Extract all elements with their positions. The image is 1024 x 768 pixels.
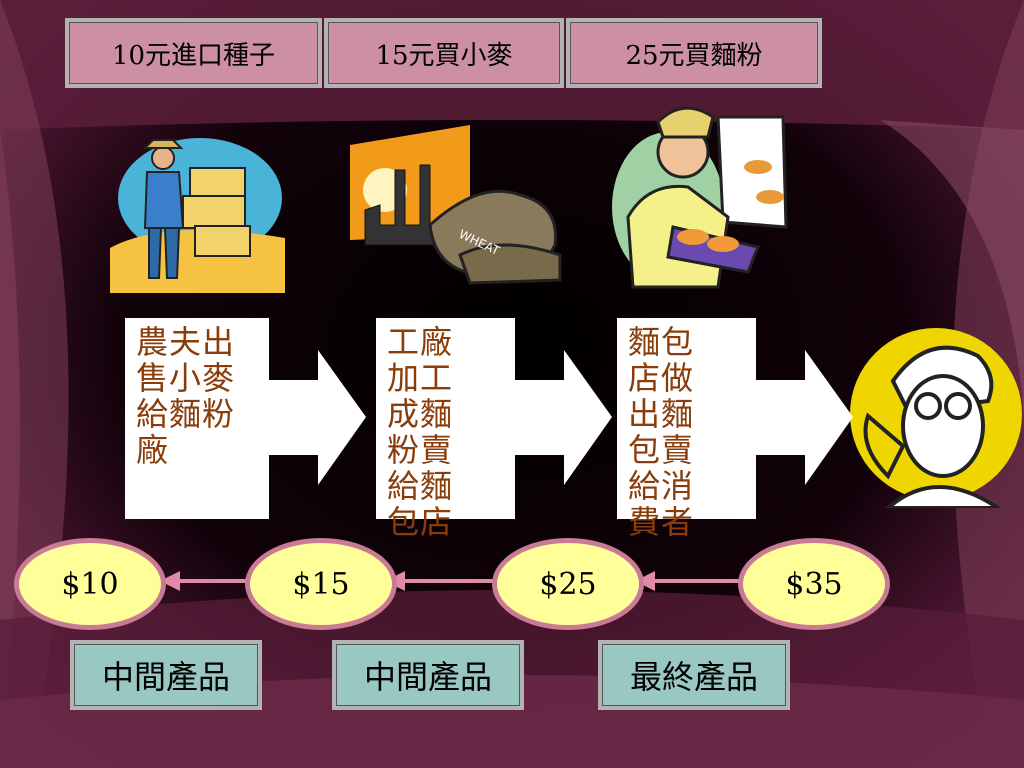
top-box-1: 10元進口種子 xyxy=(65,18,322,88)
label-intermediate-2: 中間產品 xyxy=(332,640,524,710)
label-final: 最終產品 xyxy=(598,640,790,710)
flow-arrow-2-icon xyxy=(514,350,612,485)
label-text: 中間產品 xyxy=(336,644,520,706)
top-box-text: 25元買麵粉 xyxy=(570,22,818,84)
price-oval-15: $15 xyxy=(245,538,397,630)
label-text: 最終產品 xyxy=(602,644,786,706)
step-text-bakery: 麵包 店做 出麵 包賣 給消 費者 xyxy=(628,323,695,541)
baker-clipart-icon xyxy=(612,106,788,289)
step-box-bakery xyxy=(617,318,756,519)
price-connector-arrows xyxy=(160,571,745,591)
price-oval-10: $10 xyxy=(14,538,166,630)
flow-arrow-3-icon xyxy=(755,350,853,485)
step-box-farmer xyxy=(125,318,269,519)
consumer-eating-clipart-icon xyxy=(850,328,1022,508)
step-text-farmer: 農夫出 售小麥 給麵粉 廠 xyxy=(136,323,236,469)
price-oval-25: $25 xyxy=(492,538,644,630)
step-text-factory: 工廠 加工 成麵 粉賣 給麵 包店 xyxy=(387,323,454,541)
label-text: 中間產品 xyxy=(74,644,258,706)
step-box-factory xyxy=(376,318,515,519)
top-box-3: 25元買麵粉 xyxy=(566,18,822,88)
price-oval-35: $35 xyxy=(738,538,890,630)
flow-arrow-1-icon xyxy=(268,350,366,485)
label-intermediate-1: 中間產品 xyxy=(70,640,262,710)
top-box-text: 10元進口種子 xyxy=(69,22,318,84)
top-box-2: 15元買小麥 xyxy=(324,18,564,88)
factory-wheat-clipart-icon: WHEAT xyxy=(350,125,562,285)
farmer-clipart-icon xyxy=(110,138,285,293)
top-box-text: 15元買小麥 xyxy=(328,22,560,84)
